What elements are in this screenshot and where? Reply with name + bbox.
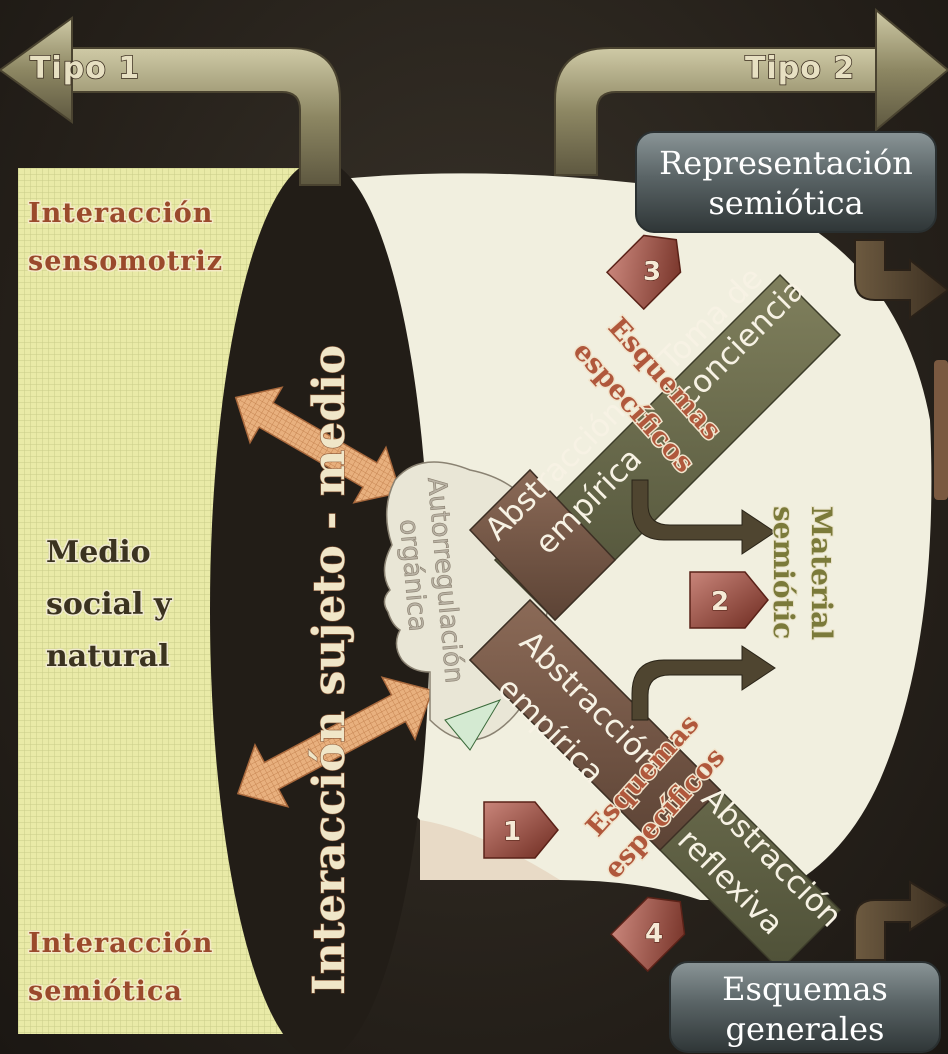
badge-2-number: 2 <box>711 587 729 617</box>
pipe-arrow-right-upper <box>854 239 948 320</box>
lower-v <box>468 598 842 972</box>
tipo1-arrow <box>0 16 341 186</box>
interaccion-semiotica-l2: semiótica <box>28 976 183 1007</box>
upper-v <box>468 273 842 622</box>
material-semiotico-l2: semiótic <box>767 506 800 639</box>
interaccion-sensomotriz-l1: Interacción <box>28 198 213 229</box>
interaccion-semiotica-l1: Interacción <box>28 928 213 959</box>
esquemas-generales-l2: generales <box>726 1010 885 1048</box>
medio-l1: Medio <box>46 535 151 570</box>
medio-l2: social y <box>46 587 173 622</box>
badge-3-number: 3 <box>643 257 661 287</box>
tipo2-arrow <box>554 7 948 176</box>
interaction-lens <box>210 160 430 1054</box>
medio-l3: natural <box>46 639 170 674</box>
interaccion-sensomotriz-l2: sensomotriz <box>28 246 223 277</box>
right-edge-tab <box>934 360 948 500</box>
badge-3 <box>605 234 682 311</box>
pipe-arrow-right-lower <box>854 880 948 961</box>
representacion-box <box>635 131 937 233</box>
badge-2 <box>689 571 769 629</box>
esquemas-generales-l1: Esquemas <box>722 970 888 1008</box>
badge-1-number: 1 <box>503 817 521 847</box>
curved-arrow-upper <box>631 479 776 555</box>
tipo1-label: Tipo 1 <box>30 51 140 86</box>
representacion-l1: Representación <box>659 144 913 182</box>
badge-4-number: 4 <box>645 919 663 949</box>
representacion-l2: semiótica <box>708 184 863 222</box>
curved-arrow-lower <box>631 645 776 721</box>
material-semiotico-l1: Material <box>805 506 838 640</box>
badge-1 <box>483 801 559 859</box>
esquemas-generales-box <box>669 961 941 1053</box>
badge-4 <box>609 896 686 973</box>
collar <box>444 699 502 751</box>
interaccion-sujeto-medio-label: Interacción sujeto - medio <box>304 345 355 995</box>
tipo2-label: Tipo 2 <box>745 51 855 86</box>
